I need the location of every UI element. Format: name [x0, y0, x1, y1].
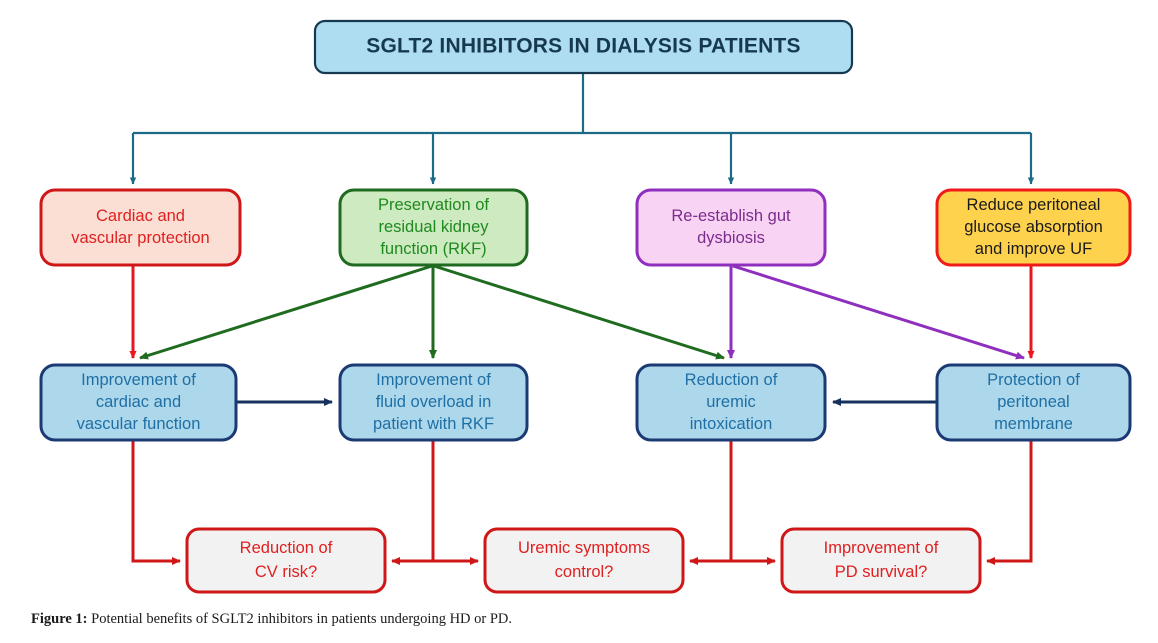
node-re-establish-gut-dysbiosis[interactable]: Re-establish gut dysbiosis: [635, 188, 827, 267]
node-label-re-establish-gut-dysbiosis: dysbiosis: [697, 229, 765, 247]
node-label-improvement-fluid-overload: patient with RKF: [373, 415, 494, 433]
node-box-cardiac-vascular-protection: [39, 188, 242, 267]
node-label-improvement-fluid-overload: Improvement of: [376, 371, 491, 389]
node-reduce-peritoneal-glucose-absorption[interactable]: Reduce peritoneal glucose absorption and i…: [935, 188, 1132, 267]
node-label-improvement-cardiac-vascular-function: cardiac and: [96, 393, 181, 411]
node-label-improvement-cardiac-vascular-function: Improvement of: [81, 371, 196, 389]
node-reduction-uremic-intoxication[interactable]: Reduction of uremic intoxication: [635, 363, 827, 442]
node-box-uremic-symptoms-control: [483, 527, 685, 594]
connector-improvement-cardiac-to-cv-risk: [131, 440, 181, 565]
node-label-reduction-uremic-intoxication: uremic: [706, 393, 756, 411]
node-label-improvement-pd-survival: PD survival?: [835, 563, 928, 581]
node-label-protection-peritoneal-membrane: membrane: [994, 415, 1073, 433]
connector-group-level2-level3: [129, 264, 1035, 360]
node-label-reduce-peritoneal-glucose-absorption: and improve UF: [975, 240, 1092, 258]
node-label-cardiac-vascular-protection: Cardiac and: [96, 207, 185, 225]
figure-caption-text: Potential benefits of SGLT2 inhibitors i…: [87, 611, 513, 627]
node-label-cardiac-vascular-protection: vascular protection: [71, 229, 210, 247]
node-label-protection-peritoneal-membrane: Protection of: [987, 371, 1080, 389]
node-label-reduction-cv-risk: Reduction of: [240, 539, 333, 557]
node-label-preservation-residual-kidney-function: function (RKF): [380, 240, 486, 258]
node-label-preservation-residual-kidney-function: residual kidney: [378, 218, 489, 236]
node-box-reduce-peritoneal-glucose-absorption: [935, 188, 1132, 267]
node-label-re-establish-gut-dysbiosis: Re-establish gut: [671, 207, 791, 225]
node-box-preservation-residual-kidney-function: [338, 188, 529, 267]
node-preservation-residual-kidney-function[interactable]: Preservation of residual kidney function (…: [338, 188, 529, 267]
node-box-reduction-cv-risk: [185, 527, 387, 594]
node-label-improvement-cardiac-vascular-function: vascular function: [77, 415, 201, 433]
connector-rkf-to-uremic-intoxication: [433, 264, 725, 360]
connector-group-title-bus: [129, 73, 1035, 185]
connector-group-level3-level4: [131, 440, 1033, 565]
node-box-improvement-pd-survival: [780, 527, 982, 594]
node-improvement-pd-survival[interactable]: Improvement of PD survival?: [780, 527, 982, 594]
node-label-reduction-uremic-intoxication: intoxication: [690, 415, 773, 433]
node-improvement-fluid-overload[interactable]: Improvement of fluid overload in patient w…: [338, 363, 529, 442]
node-improvement-cardiac-vascular-function[interactable]: Improvement of cardiac and vascular functi…: [39, 363, 238, 442]
node-protection-peritoneal-membrane[interactable]: Protection of peritoneal membrane: [935, 363, 1132, 442]
node-label-reduction-uremic-intoxication: Reduction of: [685, 371, 778, 389]
node-label-preservation-residual-kidney-function: Preservation of: [378, 196, 489, 214]
node-box-protection-peritoneal-membrane: [935, 363, 1132, 442]
node-reduction-cv-risk[interactable]: Reduction of CV risk?: [185, 527, 387, 594]
node-box-sglt2-inhibitors-title: [313, 19, 854, 75]
node-label-reduce-peritoneal-glucose-absorption: Reduce peritoneal: [967, 196, 1101, 214]
node-label-protection-peritoneal-membrane: peritoneal: [997, 393, 1069, 411]
node-label-improvement-fluid-overload: fluid overload in: [376, 393, 492, 411]
connector-peritoneal-membrane-to-pd-survival: [986, 440, 1033, 565]
figure-caption: Figure 1: Potential benefits of SGLT2 in…: [31, 611, 512, 628]
node-box-reduction-uremic-intoxication: [635, 363, 827, 442]
node-label-uremic-symptoms-control: control?: [555, 563, 614, 581]
node-box-improvement-fluid-overload: [338, 363, 529, 442]
node-sglt2-inhibitors-title[interactable]: SGLT2 INHIBITORS IN DIALYSIS PATIENTS: [313, 19, 854, 75]
flowchart-diagram: SGLT2 INHIBITORS IN DIALYSIS PATIENTS Car…: [39, 19, 1132, 594]
nodes-layer: SGLT2 INHIBITORS IN DIALYSIS PATIENTS Car…: [39, 19, 1132, 594]
node-label-reduction-cv-risk: CV risk?: [255, 563, 317, 581]
node-uremic-symptoms-control[interactable]: Uremic symptoms control?: [483, 527, 685, 594]
node-cardiac-vascular-protection[interactable]: Cardiac and vascular protection: [39, 188, 242, 267]
connector-rkf-to-improvement-cardiac: [139, 264, 433, 360]
node-label-improvement-pd-survival: Improvement of: [824, 539, 939, 557]
node-label-sglt2-inhibitors-title: SGLT2 INHIBITORS IN DIALYSIS PATIENTS: [366, 35, 800, 58]
node-box-improvement-cardiac-vascular-function: [39, 363, 238, 442]
connector-dysbiosis-to-peritoneal-membrane: [732, 264, 1025, 360]
node-label-reduce-peritoneal-glucose-absorption: glucose absorption: [964, 218, 1103, 236]
figure-caption-label: Figure 1:: [31, 611, 88, 627]
node-box-re-establish-gut-dysbiosis: [635, 188, 827, 267]
node-label-uremic-symptoms-control: Uremic symptoms: [518, 539, 650, 557]
